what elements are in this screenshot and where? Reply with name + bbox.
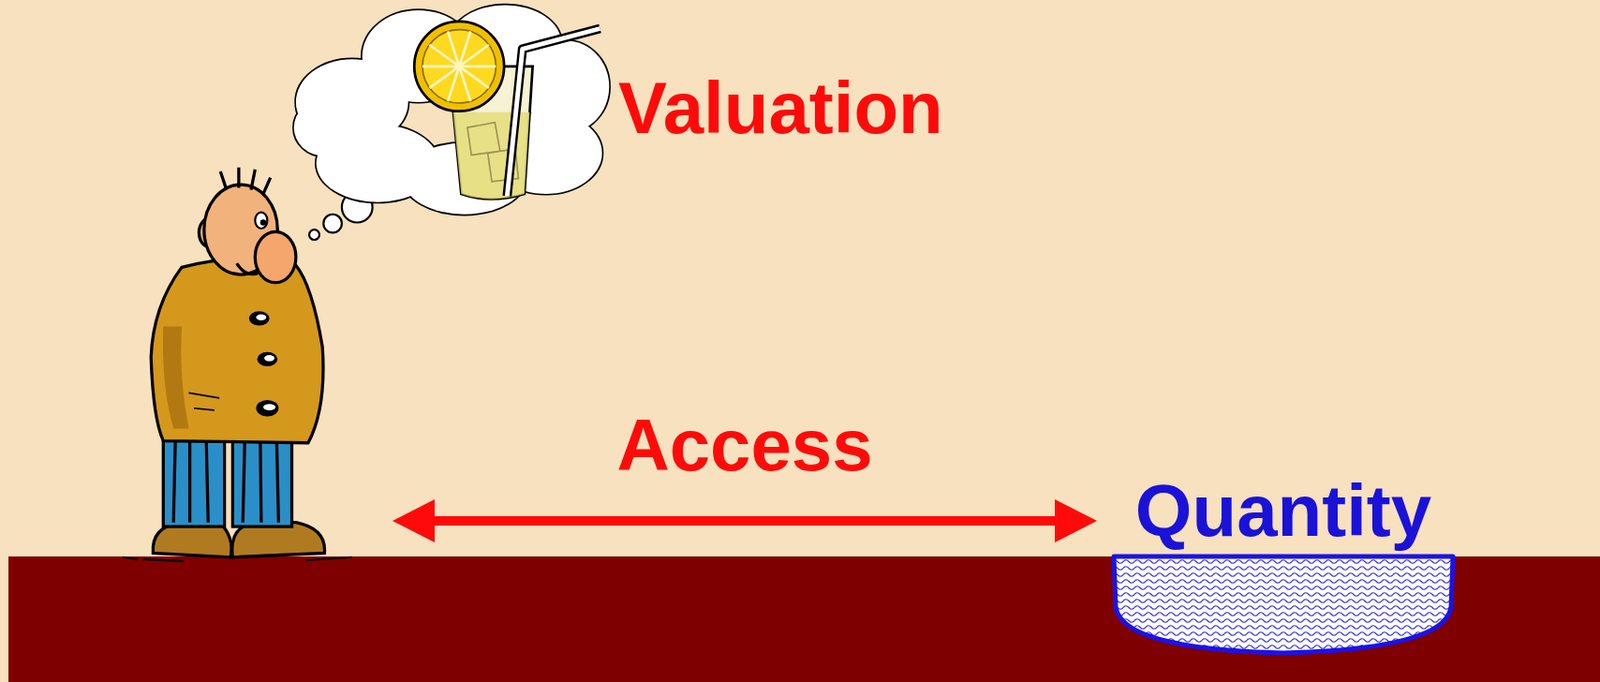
thinking-man-part (255, 314, 267, 322)
access-label: Access (616, 408, 873, 482)
thinking-man-part (162, 326, 190, 430)
thinking-man-part (264, 355, 275, 362)
lemon-slice (414, 21, 504, 112)
ground (8, 556, 1600, 682)
lemon-slice-part (459, 44, 489, 67)
thought-cloud: Valuation (285, 1, 955, 227)
thinking-man (122, 167, 373, 562)
thinking-man-part (249, 311, 270, 326)
thinking-man-part (220, 167, 270, 194)
thinking-man-part (189, 392, 221, 411)
thinking-man-part (254, 212, 267, 229)
water-pool: Quantity (1111, 466, 1455, 656)
thinking-man-part (122, 557, 353, 562)
thinking-man-part (173, 433, 279, 523)
thinking-man-part (255, 400, 279, 416)
lemonade-glass-part (506, 29, 600, 197)
thinking-man-part (263, 403, 276, 411)
thinking-man-part (323, 214, 342, 234)
thinking-man-part (150, 258, 324, 444)
lemon-slice-part (429, 66, 460, 89)
access-arrow-part (1054, 499, 1097, 543)
node-text: Valuation (618, 71, 944, 145)
thinking-man-part (254, 231, 297, 282)
access-arrow-part (392, 499, 435, 543)
thinking-man-part (260, 219, 267, 226)
thinking-man-part (309, 229, 320, 240)
lemon-slice-part (459, 66, 471, 102)
thought-cloud-outline-part-part (294, 99, 356, 157)
lemon-slice-part (447, 31, 460, 67)
lemon-slice-part (455, 61, 464, 71)
lemon-slice-part (422, 29, 496, 104)
node-text: Quantity (1135, 474, 1432, 548)
thought-cloud-outline-part-part (294, 99, 356, 157)
access-arrow (392, 499, 1097, 543)
thinking-man-part (257, 352, 279, 367)
thought-cloud-outline-part (294, 4, 610, 214)
access-arrow-part (426, 516, 1064, 526)
lemon-slice-part (414, 21, 504, 112)
lemonade-glass-part (506, 29, 600, 197)
lemon-slice-part (459, 64, 496, 68)
water-pool-outline-part (1113, 556, 1453, 653)
lemon-slice-part (422, 64, 460, 68)
